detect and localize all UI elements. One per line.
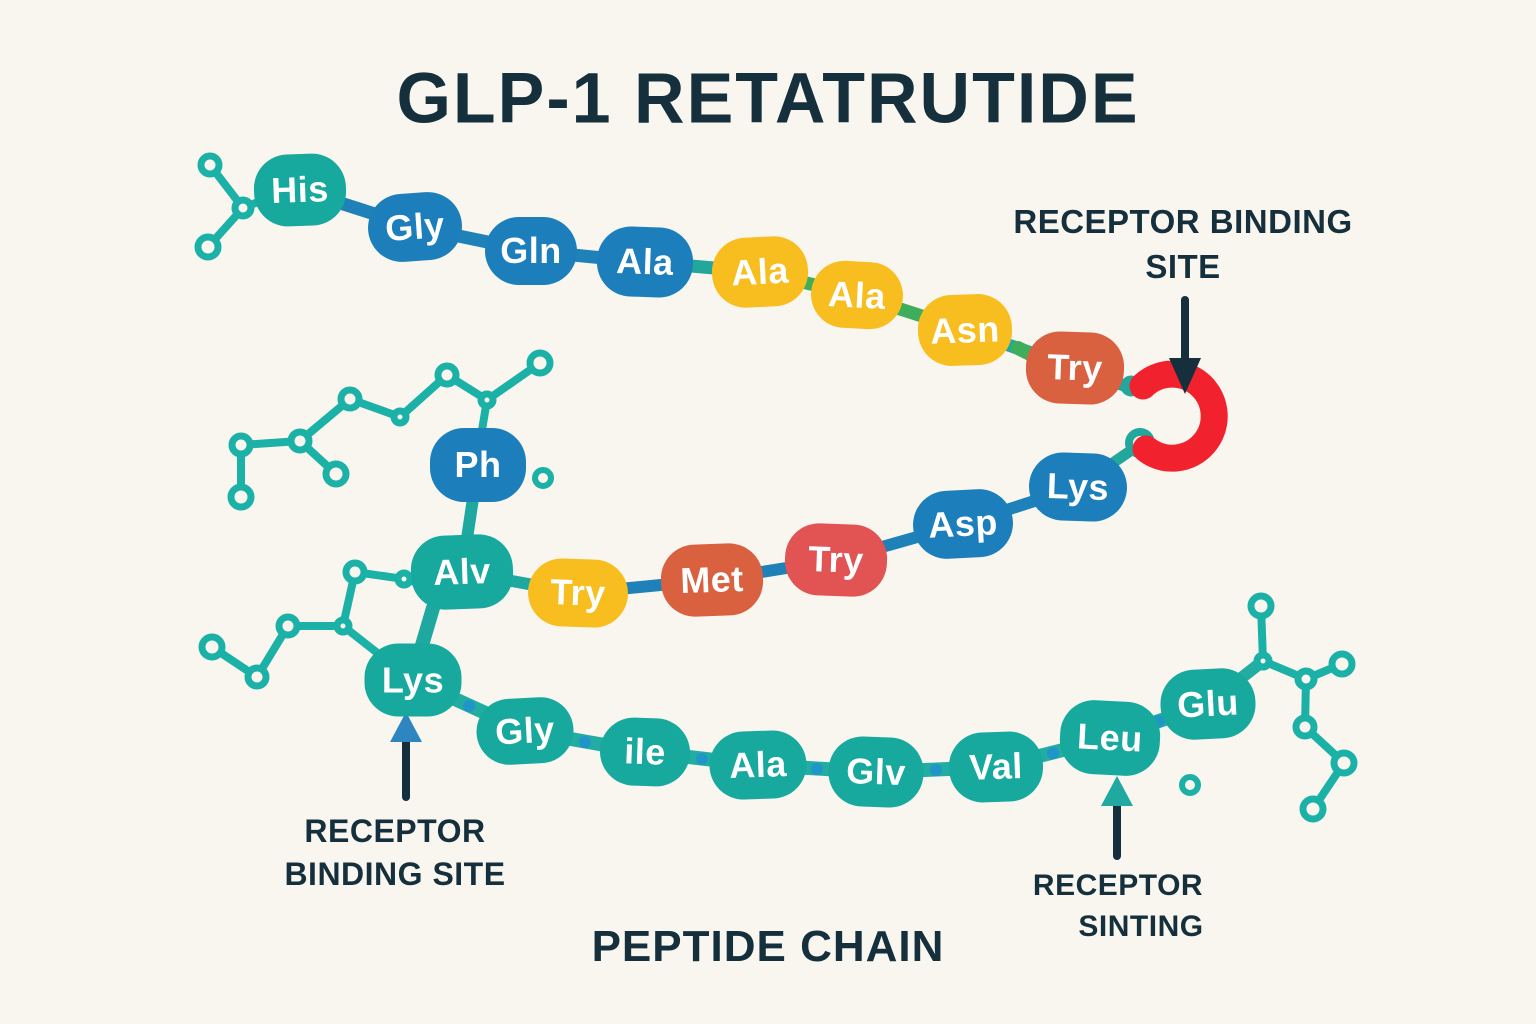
molecule-squiggle-right [1179, 592, 1358, 823]
amino-acid-bead-his: His [252, 152, 348, 228]
amino-acid-bead-ile: ile [598, 716, 692, 788]
arrow-up-right-icon [1101, 776, 1133, 860]
amino-acid-bead-ph: Ph [430, 428, 526, 502]
amino-acid-bead-alv: Alv [409, 533, 515, 611]
amino-acid-bead-val: Val [947, 730, 1045, 804]
amino-acid-bead-ala-2: Ala [710, 234, 810, 310]
amino-acid-bead-lys-1: Lys [1027, 451, 1129, 523]
molecule-squiggle-bottom-left [198, 559, 434, 690]
receptor-sinting-label: RECEPTOR SINTING [988, 866, 1248, 947]
amino-acid-bead-try-3: Try [783, 522, 889, 598]
bottom-row-connector-dots [463, 700, 1165, 776]
amino-acid-bead-gln: Gln [485, 217, 577, 285]
arrow-up-left-icon [390, 712, 422, 801]
label-line: BINDING SITE [284, 856, 506, 893]
label-line: RECEPTOR [1032, 869, 1204, 902]
amino-acid-bead-met: Met [659, 542, 765, 618]
amino-acid-bead-ala-3: Ala [809, 259, 905, 331]
amino-acid-bead-asn: Asn [916, 292, 1014, 368]
label-line: SITE [1145, 247, 1221, 285]
amino-acid-bead-glv: Glv [827, 735, 925, 809]
label-line: RECEPTOR [304, 813, 486, 849]
amino-acid-bead-ala-1: Ala [595, 225, 695, 299]
page-title: GLP-1 RETATRUTIDE [396, 58, 1140, 138]
receptor-binding-site-label-top: RECEPTOR BINDING SITE [983, 200, 1383, 289]
receptor-binding-arc [1120, 360, 1228, 472]
amino-acid-bead-ala-4: Ala [708, 729, 808, 801]
label-line: SINTING [1078, 909, 1204, 943]
amino-acid-bead-leu: Leu [1058, 698, 1162, 778]
amino-acid-bead-lys-2: Lys [364, 643, 462, 717]
amino-acid-bead-asp: Asp [911, 487, 1015, 561]
amino-acid-bead-try-2: Try [526, 557, 630, 629]
amino-acid-bead-glu: Glu [1158, 666, 1258, 742]
amino-acid-bead-gly-2: Gly [474, 695, 576, 767]
molecule-squiggle-mid-left [227, 349, 554, 511]
label-line: RECEPTOR BINDING [1013, 203, 1353, 240]
amino-acid-bead-try-1: Try [1024, 330, 1126, 406]
receptor-binding-site-label-left: RECEPTOR BINDING SITE [215, 810, 575, 896]
peptide-chain-label: PEPTIDE CHAIN [591, 922, 945, 971]
arrow-down-icon [1169, 296, 1201, 394]
